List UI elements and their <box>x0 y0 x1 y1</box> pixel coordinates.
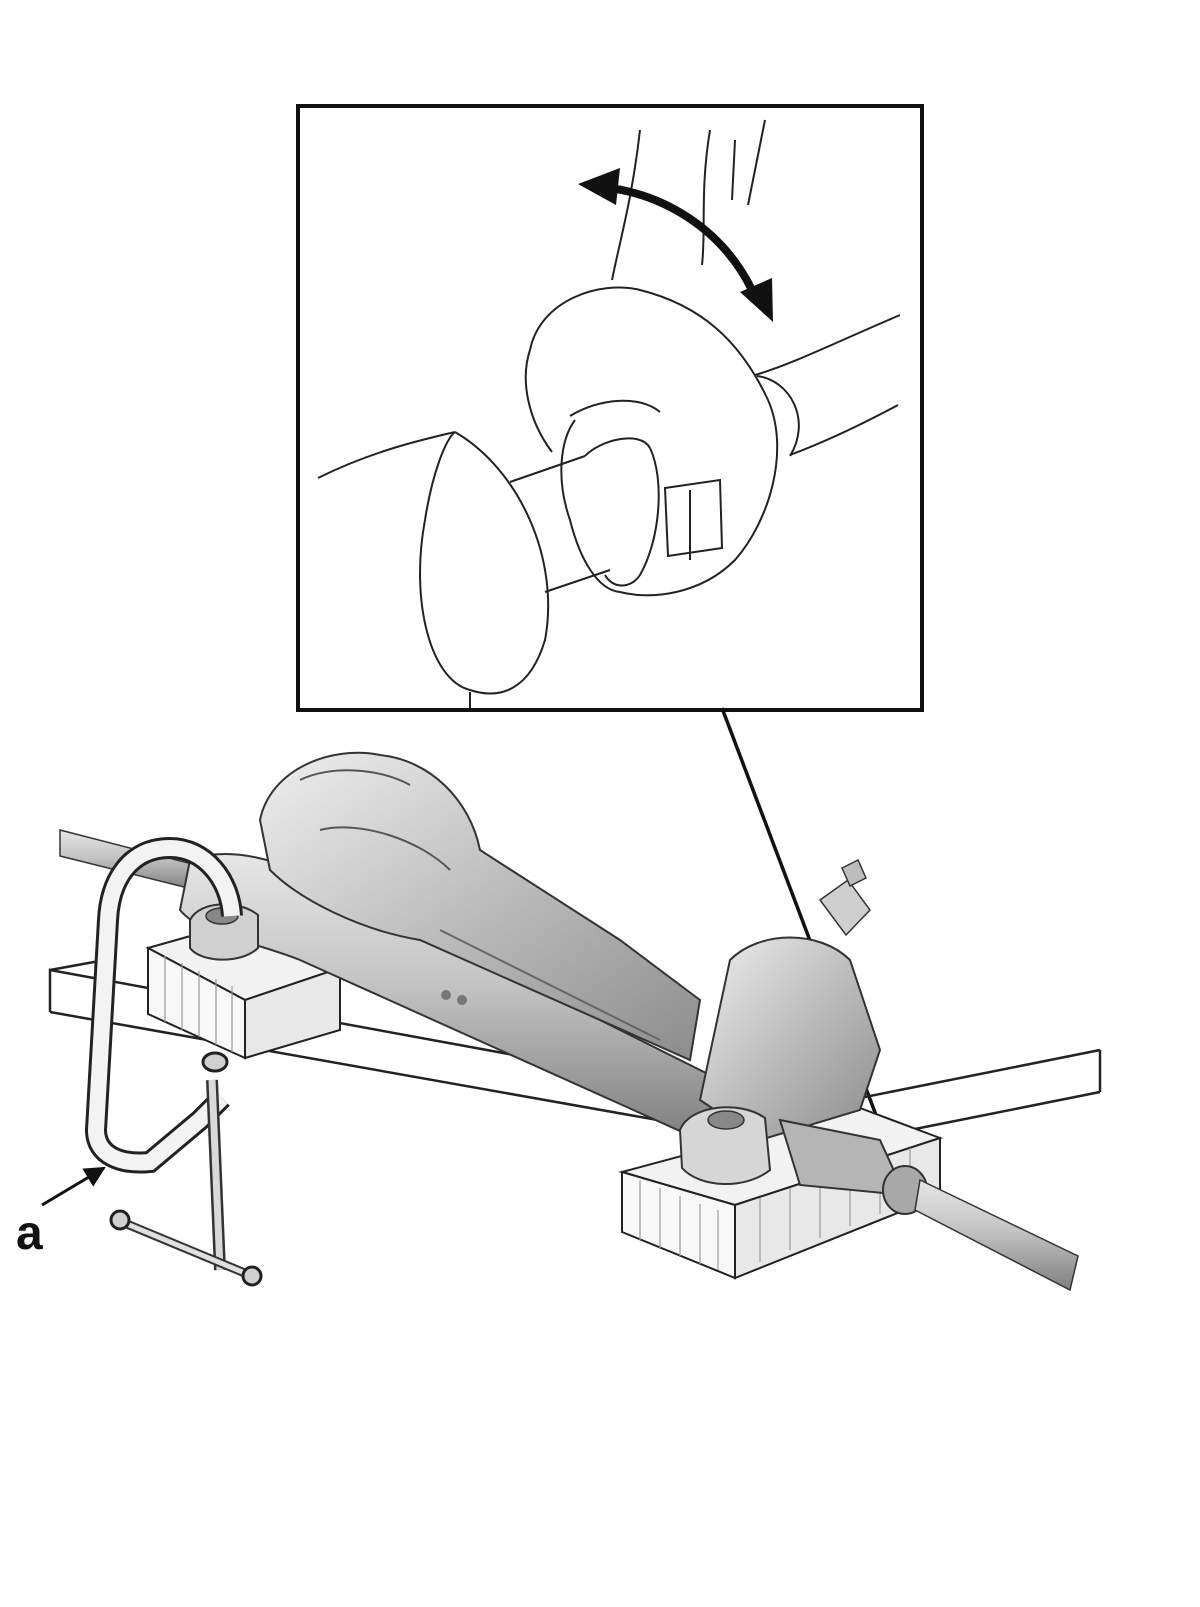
steering-gear-assembly-icon <box>59 751 1079 1292</box>
tie-rod-end-closeup-icon <box>317 119 901 708</box>
inset-frame <box>296 104 924 712</box>
double-headed-arc-arrow-icon <box>578 168 773 322</box>
c-clamp-icon <box>84 836 263 1287</box>
callout-label-a: a <box>16 1207 43 1260</box>
callout-a-leader <box>41 1166 106 1207</box>
inset-detail-panel <box>296 104 924 712</box>
